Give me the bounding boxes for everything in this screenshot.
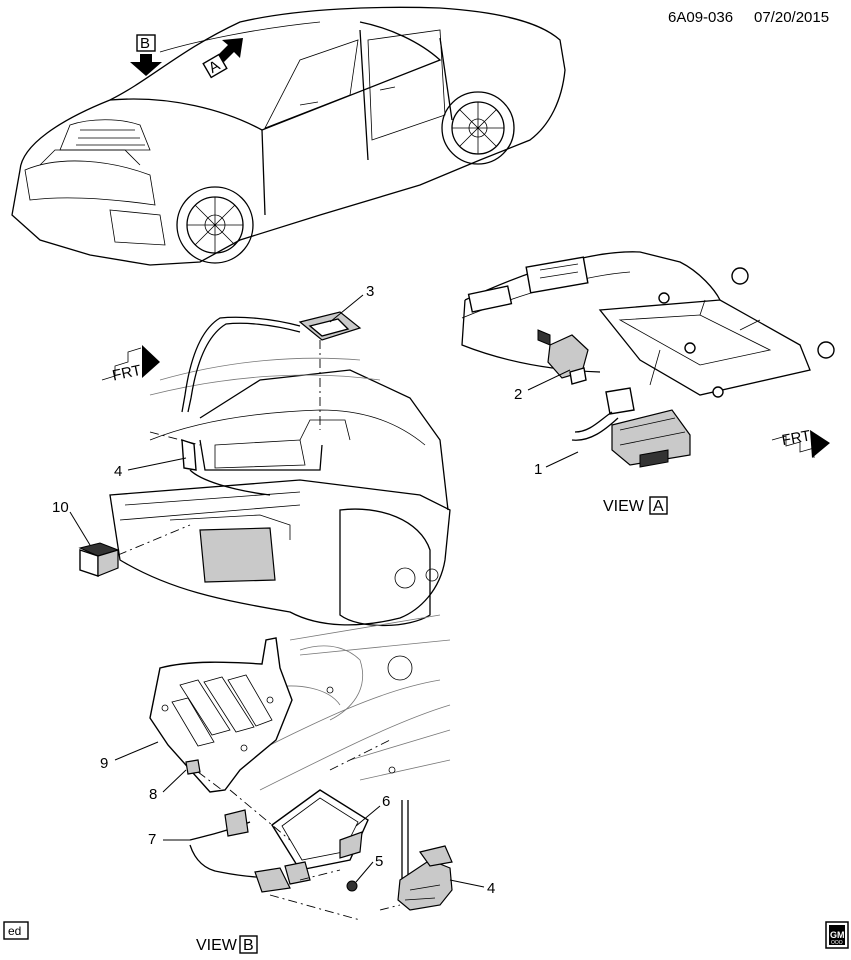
view-a-letter: A <box>653 498 664 515</box>
view-b-text: VIEW <box>196 937 238 954</box>
part-4-upper-harness <box>149 431 271 496</box>
footer-badge-text: ed <box>8 924 21 938</box>
view-a-label: VIEW A <box>603 496 668 515</box>
callout-7: 7 <box>148 831 156 848</box>
gm-logo-subtext: OOO <box>831 940 843 946</box>
view-b-label: VIEW B <box>196 935 258 954</box>
diagram-date: 07/20/2015 <box>754 9 829 26</box>
callout-2: 2 <box>514 386 522 403</box>
view-b-arrow-letter: B <box>140 35 150 52</box>
part-6-module <box>229 739 391 871</box>
diagram-code: 6A09-036 <box>668 9 733 26</box>
part-2-switch <box>537 329 589 385</box>
gm-logo-text: GM <box>830 930 845 940</box>
callout-6: 6 <box>382 793 390 810</box>
callout-9: 9 <box>100 755 108 772</box>
front-marker-right-label: FRT <box>780 427 811 449</box>
view-b-arrow: B <box>130 34 162 76</box>
front-marker-right: FRT <box>771 427 830 458</box>
front-marker-left: FRT <box>101 345 160 385</box>
footer-badge: ed <box>3 921 29 940</box>
callout-10: 10 <box>52 499 69 516</box>
callout-8: 8 <box>149 786 157 803</box>
part-1-module <box>571 387 691 468</box>
part-10-switch <box>78 524 191 577</box>
gm-logo: GM OOO <box>825 921 849 949</box>
view-b-letter: B <box>243 937 254 954</box>
part-4-lower-harness <box>379 800 453 911</box>
part-7-harness <box>189 809 361 921</box>
view-a-text: VIEW <box>603 498 645 515</box>
part-9-shield <box>149 637 293 793</box>
part-8-fastener <box>185 759 223 791</box>
callout-1: 1 <box>534 461 542 478</box>
view-a-arrow: A <box>202 38 243 79</box>
callout-5: 5 <box>375 853 383 870</box>
view-a-assembly <box>461 251 835 398</box>
callout-4-lower: 4 <box>487 880 495 897</box>
callout-leaders <box>69 294 579 888</box>
callout-3: 3 <box>366 283 374 300</box>
callout-4-upper: 4 <box>114 463 122 480</box>
car-illustration <box>11 6 566 266</box>
part-5-screw <box>346 880 358 892</box>
part-3-bracket <box>181 311 362 430</box>
dashboard-assembly <box>109 357 451 656</box>
front-marker-left-label: FRT <box>111 362 143 385</box>
